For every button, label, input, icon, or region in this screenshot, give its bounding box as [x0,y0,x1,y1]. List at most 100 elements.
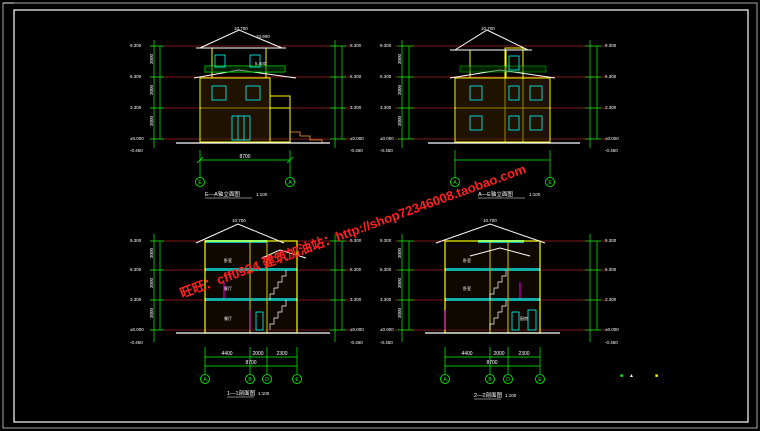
level-label: ±0.000 [380,136,394,141]
room-label: 餐厅 [224,315,232,321]
height-dim: 3000 [397,53,402,64]
level-label: 6.300 [130,267,142,272]
height-dim: 3000 [149,53,154,64]
level-label: 9.300 [350,238,362,243]
level-label: ±0.000 [605,327,619,332]
axis-bubble-label: B [488,377,492,383]
room-label: 卧室 [463,285,471,291]
level-label: 3.300 [130,297,142,302]
dim-bay: 2300 [276,351,287,357]
dim-bay: 2300 [518,351,529,357]
level-label: 3.300 [350,297,362,302]
level-label: -0.450 [350,148,363,153]
level-label: 9.300 [130,238,142,243]
level-label: 10.900 [256,34,270,39]
height-dim: 3000 [149,247,154,258]
room-label: 卧室 [224,257,232,263]
level-label: 10.700 [481,26,495,31]
level-label: 6.300 [350,74,362,79]
legend-item: ■ [620,373,623,379]
level-label: 9.300 [350,43,362,48]
level-label: 6.300 [350,267,362,272]
axis-bubble-label: A [453,180,457,186]
scale-label: 1:100 [258,391,270,396]
view-title: A—E轴立面图 [478,190,513,198]
level-label: 9.300 [605,43,617,48]
scale-label: 1:100 [505,393,517,398]
axis-bubble-label: A [443,377,447,383]
level-label: 9.300 [130,43,142,48]
view-title: E—A轴立面图 [205,190,240,198]
dim-bay: 4400 [461,351,472,357]
level-label: 6.300 [605,267,617,272]
dim-overall: 8700 [245,360,256,366]
height-dim: 3000 [149,115,154,126]
level-label: 10.700 [234,26,248,31]
sheet-inner-border [13,9,749,423]
level-label: 6.300 [380,74,392,79]
level-label: -0.450 [130,148,143,153]
height-dim: 3000 [149,277,154,288]
scale-label: 1:100 [529,192,541,197]
level-label: ±0.000 [605,136,619,141]
level-label: ±0.000 [350,136,364,141]
room-label: 厨房 [520,315,528,321]
axis-bubble-label: B [248,377,252,383]
level-label: 9.300 [380,43,392,48]
axis-bubble-label: E [198,180,202,186]
scale-label: 1:100 [256,192,268,197]
height-dim: 3000 [397,115,402,126]
level-label: -0.450 [380,148,393,153]
level-label: 6.300 [130,74,142,79]
level-label: 3.300 [605,105,617,110]
level-label: 6.300 [605,74,617,79]
level-label: 5.400 [255,61,267,66]
legend: ■ ▲ ■ [620,373,658,379]
axis-bubble-label: D [265,377,269,383]
level-label: 3.300 [380,297,392,302]
level-label: -0.450 [350,340,363,345]
level-label: 3.300 [380,105,392,110]
axis-bubble-label: D [506,377,510,383]
view-title: 2—2剖面图 [474,391,503,399]
level-label: -0.450 [605,148,618,153]
level-label: -0.450 [380,340,393,345]
dim-bay: 4400 [221,351,232,357]
level-label: 3.300 [130,105,142,110]
dim-bay: 2000 [493,351,504,357]
axis-bubble-label: A [288,180,292,186]
height-dim: 3000 [397,84,402,95]
level-label: 9.300 [380,238,392,243]
level-label: ±0.000 [130,327,144,332]
dim-overall: 8700 [239,154,250,160]
view-title: 1—1剖面图 [227,389,256,397]
section-2-2 [395,223,605,384]
level-label: ±0.000 [130,136,144,141]
elevation-a-e [395,29,605,187]
axis-bubble-label: E [538,377,542,383]
dim-bay: 2000 [252,351,263,357]
level-label: 10.700 [483,218,497,223]
axis-bubble-label: E [295,377,299,383]
axis-bubble-label: E [548,180,552,186]
level-label: -0.450 [130,340,143,345]
height-dim: 3000 [149,84,154,95]
axis-bubble-label: A [203,377,207,383]
room-label: 卧室 [463,257,471,263]
room-label: 客厅 [224,285,232,291]
level-label: 3.300 [605,297,617,302]
height-dim: 3000 [397,277,402,288]
level-label: 6.300 [380,267,392,272]
level-label: ±0.000 [380,327,394,332]
legend-item: ■ [655,373,658,379]
level-label: 3.300 [350,105,362,110]
level-label: -0.450 [605,340,618,345]
height-dim: 3000 [397,307,402,318]
height-dim: 3000 [149,307,154,318]
dim-overall: 8700 [486,360,497,366]
level-label: 10.700 [232,218,246,223]
section-1-1 [150,223,350,384]
elevation-e-a [150,29,350,187]
